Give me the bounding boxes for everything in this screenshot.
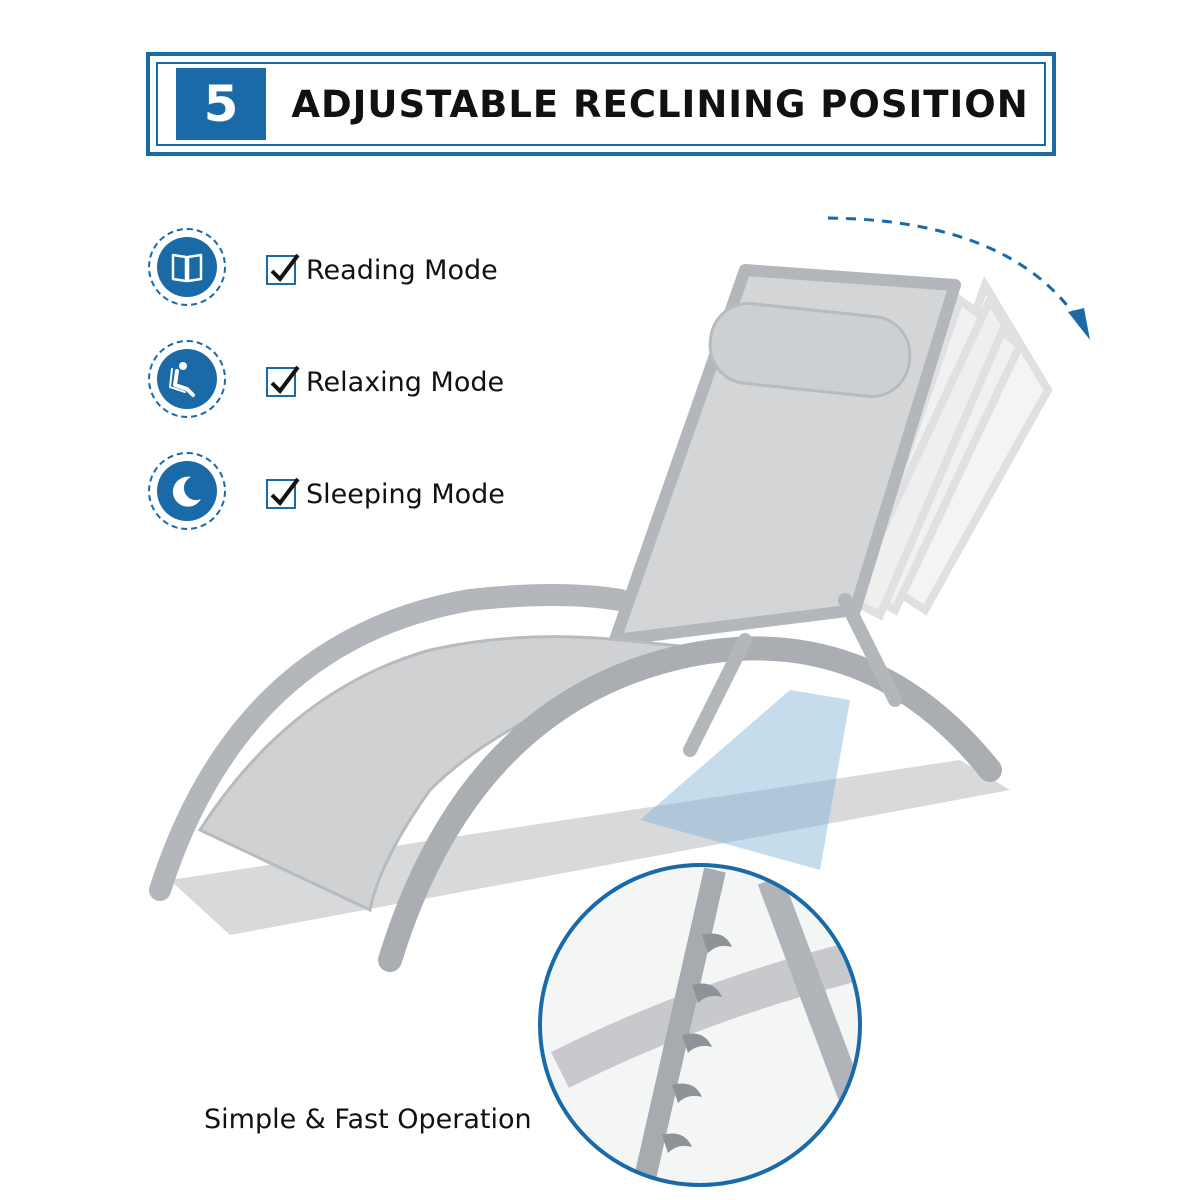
mode-label: Relaxing Mode [306, 366, 505, 398]
mode-label: Reading Mode [306, 254, 498, 286]
moon-icon [148, 452, 226, 530]
feature-number-badge: 5 [176, 68, 266, 140]
reclining-person-icon [148, 340, 226, 418]
detail-zoom-border [538, 863, 862, 1187]
support-leg [838, 593, 902, 707]
operation-caption: Simple & Fast Operation [204, 1104, 532, 1135]
check-icon [266, 365, 300, 397]
banner-title: ADJUSTABLE RECLINING POSITION [291, 82, 1029, 126]
banner-inner-border [156, 62, 1046, 146]
mode-row-relaxing: Relaxing Mode [266, 360, 504, 404]
left-frame-arc [149, 584, 631, 901]
recline-arrow-path [827, 216, 1080, 321]
support-leg [683, 633, 752, 757]
mode-label: Sleeping Mode [306, 478, 505, 510]
book-icon [148, 228, 226, 306]
seat-fabric [197, 635, 721, 913]
check-icon [266, 253, 300, 285]
check-icon [266, 477, 300, 509]
headrest-pillow [708, 302, 912, 398]
right-frame-arc [378, 636, 1002, 972]
recline-arrow-head [1068, 308, 1090, 340]
mode-row-reading: Reading Mode [266, 248, 498, 292]
mode-row-sleeping: Sleeping Mode [266, 472, 505, 516]
detail-zoom-content [551, 867, 858, 1183]
floor-shadow [170, 760, 1010, 935]
header-banner [146, 52, 1056, 156]
zoom-beam [640, 690, 850, 870]
